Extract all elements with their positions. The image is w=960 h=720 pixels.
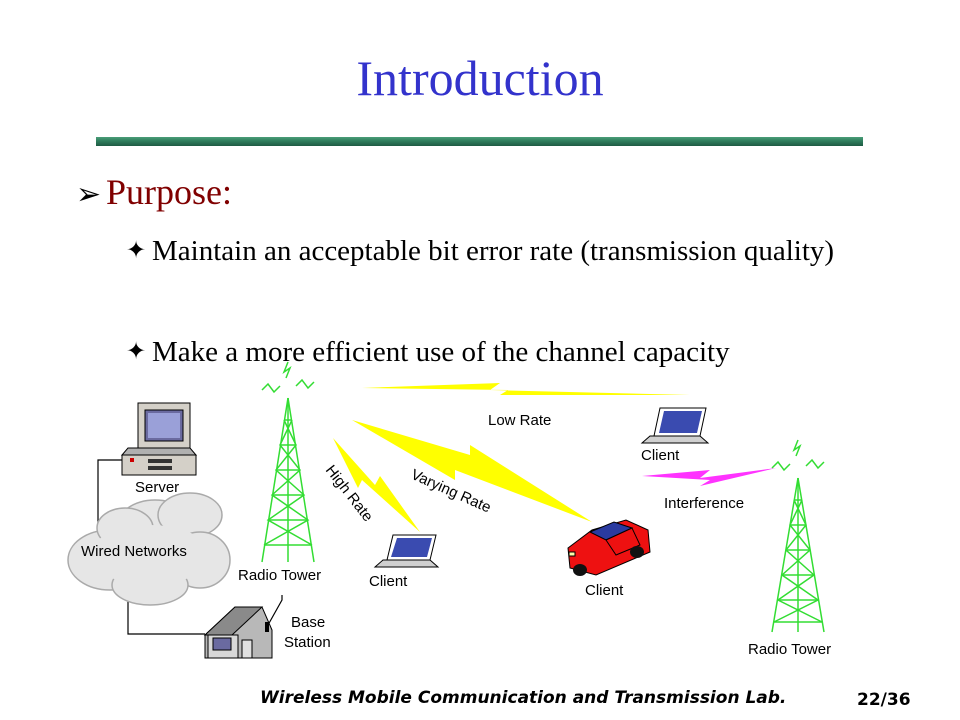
- title-divider: [96, 137, 863, 146]
- client-car-label: Client: [585, 582, 624, 599]
- high-rate-label: High Rate: [322, 462, 376, 525]
- high-rate-signal: [333, 438, 420, 532]
- client-laptop-bottom-label: Client: [369, 573, 408, 590]
- bullet-purpose-label: Purpose:: [106, 172, 232, 212]
- laptop-client-top-icon: [640, 407, 710, 444]
- wired-networks-label: Wired Networks: [81, 543, 187, 560]
- low-rate-label: Low Rate: [488, 412, 551, 429]
- car-client-icon: [567, 519, 651, 576]
- interference-signal: [642, 468, 776, 486]
- base-station-label-line2: Station: [284, 634, 331, 651]
- page-number: 22/36: [857, 690, 911, 710]
- sub-bullet-channel-capacity: ✦ Make a more efficient use of the chann…: [126, 334, 906, 370]
- network-diagram: Server Wired Networks Base Station: [67, 361, 831, 659]
- sub-bullet-bit-error-rate: ✦ Maintain an acceptable bit error rate …: [126, 233, 900, 269]
- slide-title: Introduction: [356, 50, 604, 106]
- low-rate-signal: [362, 383, 690, 395]
- base-station-icon: [203, 606, 273, 659]
- laptop-client-bottom-icon: [373, 534, 440, 568]
- star-bullet-icon: ✦: [126, 238, 147, 264]
- base-station-label-line1: Base: [291, 614, 325, 631]
- radio-tower-left-label: Radio Tower: [238, 567, 321, 584]
- sub-bullet-text: Make a more efficient use of the channel…: [152, 336, 730, 368]
- client-laptop-top-label: Client: [641, 447, 680, 464]
- server-icon: [120, 402, 198, 476]
- footer-lab-name: Wireless Mobile Communication and Transm…: [260, 688, 787, 708]
- cloud-icon: [67, 492, 231, 606]
- radio-tower-right-label: Radio Tower: [748, 641, 831, 658]
- arrow-bullet-icon: ➢: [76, 178, 102, 211]
- radio-tower-left-icon: [261, 361, 315, 563]
- radio-tower-right-icon: [771, 439, 825, 633]
- interference-label: Interference: [664, 495, 744, 512]
- bullet-purpose: ➢Purpose:: [76, 170, 232, 217]
- server-label: Server: [135, 479, 179, 496]
- star-bullet-icon: ✦: [126, 339, 147, 365]
- sub-bullet-text: Maintain an acceptable bit error rate (t…: [152, 235, 835, 267]
- varying-rate-signal: [352, 420, 592, 522]
